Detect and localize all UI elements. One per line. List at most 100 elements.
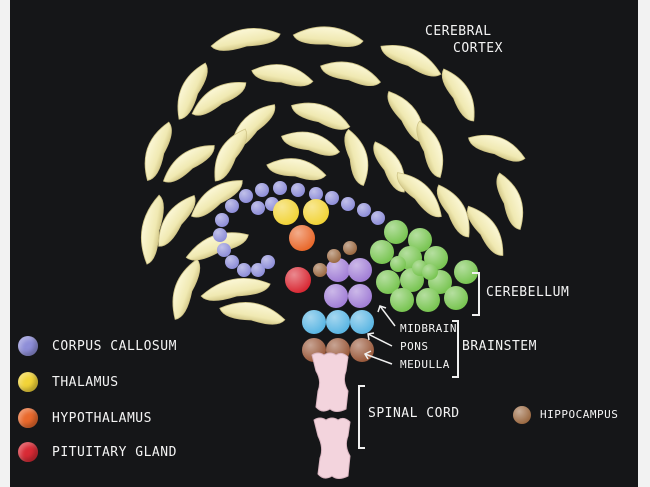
candy-shine <box>326 258 350 282</box>
medulla-label: MEDULLA <box>400 358 450 371</box>
candy-shine <box>327 249 341 263</box>
candy-shine <box>251 263 265 277</box>
candy-dot <box>302 310 326 334</box>
candy-dot <box>217 243 231 257</box>
candy-shine <box>348 258 372 282</box>
pons-arrowhead <box>367 332 375 341</box>
candy-dot <box>326 258 350 282</box>
candy-shine <box>341 197 355 211</box>
banana-candy <box>185 232 249 261</box>
legend-swatch <box>18 372 38 392</box>
candy-dot <box>390 256 406 272</box>
banana-body <box>387 90 425 143</box>
banana-body <box>172 258 201 320</box>
banana-candy <box>172 258 201 320</box>
legend-item: PITUITARY GLAND <box>18 440 177 464</box>
brainstem-label: BRAINSTEM <box>462 339 537 354</box>
candy-dot <box>239 189 253 203</box>
candy-shine <box>325 191 339 205</box>
candy-dot <box>313 263 327 277</box>
legend-label: HYPOTHALAMUS <box>52 410 152 426</box>
banana-candy <box>467 205 504 256</box>
spinal-cord-piece-upper <box>311 352 349 412</box>
banana-candy <box>320 61 382 86</box>
candy-dot <box>370 240 394 264</box>
candy-dot <box>348 284 372 308</box>
spinal-cord-piece-lower <box>313 417 351 479</box>
candy-dot <box>291 183 305 197</box>
candy-shine <box>213 228 227 242</box>
banana-body <box>292 26 364 48</box>
banana-body <box>200 277 271 301</box>
midbrain-arrowhead <box>377 305 387 313</box>
legend-label: PITUITARY GLAND <box>52 444 177 460</box>
banana-candy <box>219 302 286 325</box>
candy-dot <box>408 228 432 252</box>
hippocampus-candy-shine <box>513 406 531 424</box>
candy-shine <box>255 183 269 197</box>
candy-dot <box>225 255 239 269</box>
candy-dot <box>309 187 323 201</box>
candy-dot <box>422 264 438 280</box>
candy-dot <box>390 288 414 312</box>
hippocampus-candy-icon <box>513 406 531 424</box>
candy-shine <box>225 199 239 213</box>
candy-brain-illustration <box>140 26 526 479</box>
candy-dot <box>327 249 341 263</box>
banana-candy <box>396 172 442 218</box>
banana-body <box>281 131 341 156</box>
candy-pieces <box>213 181 478 362</box>
banana-candy <box>436 184 470 238</box>
candy-shine <box>350 310 374 334</box>
candy-shine <box>384 220 408 244</box>
photo-board: CEREBRAL CORTEX CEREBELLUM MIDBRAIN PONS… <box>10 0 638 487</box>
midbrain-pointer <box>379 305 396 327</box>
cerebral-cortex-label-line2: CORTEX <box>453 41 503 56</box>
candy-dot <box>416 288 440 312</box>
banana-candy <box>200 277 271 301</box>
banana-body <box>344 128 369 186</box>
banana-candy <box>266 158 327 181</box>
candy-shine <box>302 310 326 334</box>
candy-dot <box>384 220 408 244</box>
banana-body <box>441 68 475 122</box>
banana-body <box>185 232 249 261</box>
candy-shine <box>416 288 440 312</box>
banana-body <box>416 120 444 178</box>
candy-dot <box>261 255 275 269</box>
candy-shine <box>237 263 251 277</box>
candy-dot <box>273 181 287 195</box>
banana-body <box>496 172 524 230</box>
label-pointer-lines <box>363 305 396 365</box>
banana-body <box>467 205 504 256</box>
banana-body <box>396 172 442 218</box>
candy-dot <box>303 199 329 225</box>
candy-shine <box>239 189 253 203</box>
candy-shine <box>273 199 299 225</box>
legend-swatch <box>18 442 38 462</box>
hippocampus-label: HIPPOCAMPUS <box>540 408 619 421</box>
banana-body <box>380 45 442 77</box>
candy-dot <box>376 270 400 294</box>
candy-shine <box>326 310 350 334</box>
banana-body <box>373 141 406 193</box>
candy-shine <box>343 241 357 255</box>
banana-body <box>158 194 196 247</box>
candy-shine <box>285 267 311 293</box>
candy-dot <box>341 197 355 211</box>
banana-body <box>140 194 164 265</box>
banana-body <box>291 102 351 130</box>
candy-shine <box>357 203 371 217</box>
banana-candy <box>292 26 364 48</box>
legend-item: CORPUS CALLOSUM <box>18 334 177 358</box>
banana-candy <box>158 194 196 247</box>
banana-candy <box>373 141 406 193</box>
spinal-cord-label: SPINAL CORD <box>368 406 460 421</box>
candy-dot <box>343 241 357 255</box>
banana-body <box>162 145 215 183</box>
candy-dot <box>348 258 372 282</box>
legend-label: CORPUS CALLOSUM <box>52 338 177 354</box>
banana-candy <box>496 172 524 230</box>
candy-shine <box>370 240 394 264</box>
cerebral-cortex-label-line1: CEREBRAL <box>425 24 492 39</box>
